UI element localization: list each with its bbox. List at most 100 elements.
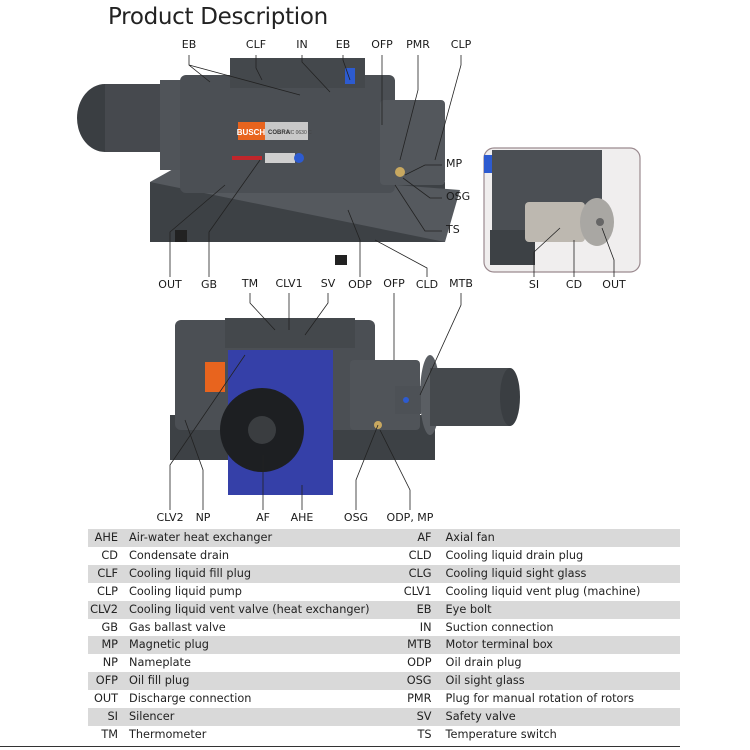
callout-odp-mp: ODP, MP	[386, 511, 434, 524]
callout-np: NP	[195, 511, 211, 524]
legend-description: Nameplate	[129, 656, 191, 670]
legend-code: TS	[417, 727, 432, 741]
svg-text:COBRA: COBRA	[268, 130, 291, 136]
callout-osg-2: OSG	[343, 511, 369, 524]
legend-code: CLD	[408, 548, 432, 562]
legend-description: Oil fill plug	[129, 672, 370, 691]
legend-code: CLF	[88, 564, 129, 583]
legend-description: Temperature switch	[445, 727, 557, 741]
legend-description: Gas ballast valve	[129, 620, 226, 634]
legend-description: Oil sight glass	[445, 672, 680, 691]
svg-text:NC 0630 C: NC 0630 C	[287, 130, 312, 136]
legend-description: Suction connection	[445, 620, 554, 634]
svg-text:BUSCH: BUSCH	[237, 128, 266, 137]
pump-rear-view-image	[170, 318, 520, 495]
legend-description: Safety valve	[445, 708, 680, 726]
legend-description: Air-water heat exchanger	[129, 529, 370, 547]
callout-ofp: OFP	[371, 38, 393, 51]
legend-row: GB Gas ballast valve IN Suction connection	[88, 619, 680, 637]
legend-row: NP Nameplate ODP Oil drain plug	[88, 654, 680, 672]
leader-lines-inset	[533, 227, 615, 277]
legend-description: Silencer	[129, 708, 370, 726]
legend-description: Oil drain plug	[445, 656, 522, 670]
callout-gb: GB	[200, 278, 218, 291]
pump-front-view-image: BUSCH COBRA NC 0630 C	[77, 58, 460, 265]
legend-description: Cooling liquid pump	[129, 584, 242, 598]
callout-out-inset: OUT	[602, 278, 626, 291]
legend-description: Cooling liquid vent plug (machine)	[445, 584, 641, 598]
legend-code: TM	[101, 727, 118, 741]
legend-description: Motor terminal box	[445, 636, 680, 655]
legend-code: NP	[102, 656, 118, 670]
callout-si: SI	[528, 278, 540, 291]
legend-description: Cooling liquid drain plug	[445, 548, 584, 562]
legend-code: GB	[101, 620, 118, 634]
legend-code: PMR	[407, 692, 432, 706]
legend-code: AF	[369, 529, 446, 547]
legend-description: Plug for manual rotation of rotors	[445, 692, 634, 706]
legend-description: Eye bolt	[445, 600, 680, 619]
legend-code: OFP	[88, 672, 129, 691]
callout-clv2: CLV2	[156, 511, 184, 524]
callout-cld: CLD	[415, 278, 439, 291]
legend-code: MP	[88, 636, 129, 655]
pump-illustrations: BUSCH COBRA NC 0630 C	[77, 55, 641, 510]
callout-in: IN	[296, 38, 308, 51]
legend-row: TM Thermometer TS Temperature switch	[88, 726, 680, 744]
callout-sv: SV	[320, 277, 336, 290]
callout-tm: TM	[241, 277, 259, 290]
silencer-inset-image	[483, 147, 641, 273]
legend-description: Condensate drain	[129, 548, 230, 562]
bottom-rule	[0, 746, 680, 747]
callout-ts: TS	[446, 223, 460, 236]
legend-code: ODP	[407, 656, 432, 670]
legend-row: CD Condensate drain CLD Cooling liquid drai…	[88, 547, 680, 565]
callout-out: OUT	[158, 278, 182, 291]
legend-code: EB	[369, 600, 446, 619]
leader-lines-figure2	[169, 293, 462, 510]
legend-description: Axial fan	[445, 529, 680, 547]
legend-code: MTB	[369, 636, 446, 655]
callout-odp: ODP	[348, 278, 372, 291]
legend-description: Magnetic plug	[129, 636, 370, 655]
legend-code: OUT	[93, 692, 118, 706]
callout-eb-right: EB	[335, 38, 351, 51]
callout-ahe: AHE	[290, 511, 314, 524]
silencer	[525, 202, 585, 242]
legend-description: Thermometer	[129, 727, 207, 741]
callout-pmr: PMR	[406, 38, 430, 51]
legend-description: Cooling liquid sight glass	[445, 564, 680, 583]
callout-clv1: CLV1	[275, 277, 303, 290]
callout-mp: MP	[446, 157, 463, 170]
legend-code: CLV2	[88, 600, 129, 619]
legend-description: Cooling liquid vent valve (heat exchange…	[129, 600, 370, 619]
callout-osg: OSG	[446, 190, 471, 203]
legend-description: Cooling liquid fill plug	[129, 564, 370, 583]
callout-ofp-2: OFP	[383, 277, 405, 290]
legend-code: CD	[101, 548, 118, 562]
legend-code: AHE	[88, 529, 129, 547]
legend-code: CLG	[369, 564, 446, 583]
legend-code: IN	[419, 620, 432, 634]
callout-af: AF	[256, 511, 270, 524]
callout-clp: CLP	[450, 38, 472, 51]
legend-code: OSG	[369, 672, 446, 691]
legend-code: SV	[369, 708, 446, 726]
callout-cd: CD	[565, 278, 583, 291]
motor-rear	[430, 368, 510, 426]
busch-logo	[238, 122, 265, 140]
legend-code: SI	[88, 708, 129, 726]
page-title: Product Description	[108, 4, 328, 30]
callout-clf: CLF	[245, 38, 267, 51]
legend-description: Discharge connection	[129, 692, 252, 706]
callout-eb: EB	[181, 38, 197, 51]
legend-code: CLV1	[403, 584, 432, 598]
